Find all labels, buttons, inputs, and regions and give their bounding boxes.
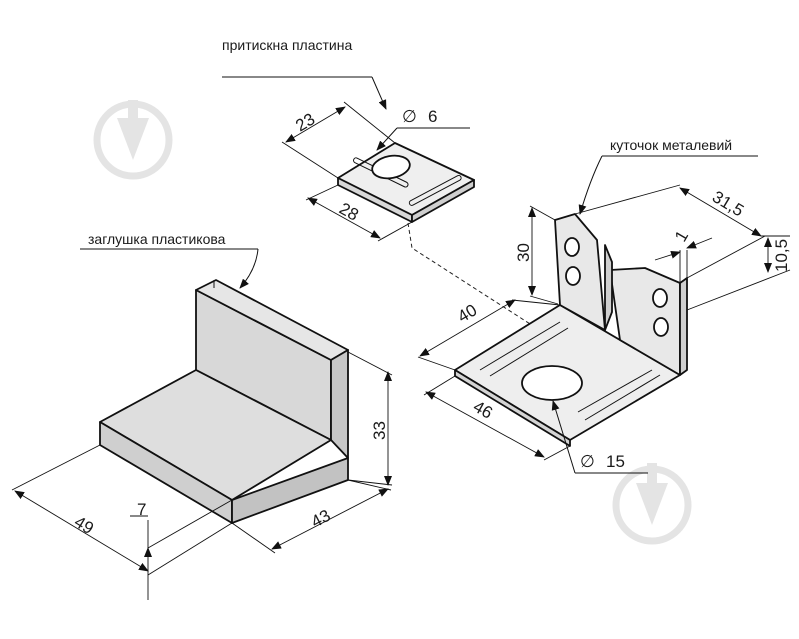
dim-cap-thickness: 7	[137, 500, 146, 519]
dim-bracket-height: 30	[514, 243, 533, 262]
plastic-cap	[99, 279, 349, 524]
dim-cap-width: 49	[71, 512, 97, 538]
watermark-icon	[93, 100, 173, 180]
dim-cap-length: 43	[308, 506, 334, 532]
dim-plate-hole: 6	[428, 107, 437, 126]
dim-bracket-offset: 10,5	[772, 239, 791, 272]
metal-bracket-label: куточок металевий	[610, 137, 732, 153]
dim-bracket-thickness: 1	[671, 227, 692, 245]
dim-bracket-top: 31,5	[709, 187, 747, 220]
dim-bracket-hole: 15	[606, 452, 625, 471]
dim-cap-height: 33	[370, 421, 389, 440]
plate-hole-diameter-symbol: ∅	[402, 107, 417, 126]
pressure-plate-label: притискна пластина	[222, 37, 352, 53]
watermark-icon	[612, 463, 692, 545]
dim-plate-width: 23	[292, 109, 318, 135]
bracket-hole-diameter-symbol: ∅	[580, 452, 595, 471]
plastic-cap-label: заглушка пластикова	[88, 231, 226, 247]
dim-plate-length: 28	[336, 199, 362, 225]
cap-wall-side	[330, 349, 349, 459]
